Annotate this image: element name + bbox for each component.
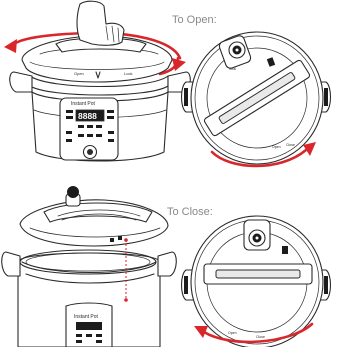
lid-open-label: Open (74, 71, 84, 76)
lid-lock-label: Lock (124, 71, 132, 76)
pressure-cooker-bottom-left: Instant Pot (2, 186, 177, 347)
display-digits: 8888 (78, 111, 97, 121)
to-close-caption: To Close: (167, 206, 213, 218)
to-open-caption: To Open: (172, 14, 217, 26)
brand-label-2: Instant Pot (74, 314, 99, 320)
pressure-cooker-top-left: Open Lock Instant Pot 8888 (10, 36, 191, 161)
hand-icon (77, 1, 124, 45)
valve-seal-label: Seal (229, 67, 236, 71)
lid-small-close-label-2: Close (256, 335, 265, 339)
lid-small-open-label: Open (272, 145, 281, 149)
brand-label: Instant Pot (71, 101, 96, 107)
lid-small-close-label: Close (286, 143, 295, 147)
lid-small-open-label-2: Open (228, 331, 237, 335)
